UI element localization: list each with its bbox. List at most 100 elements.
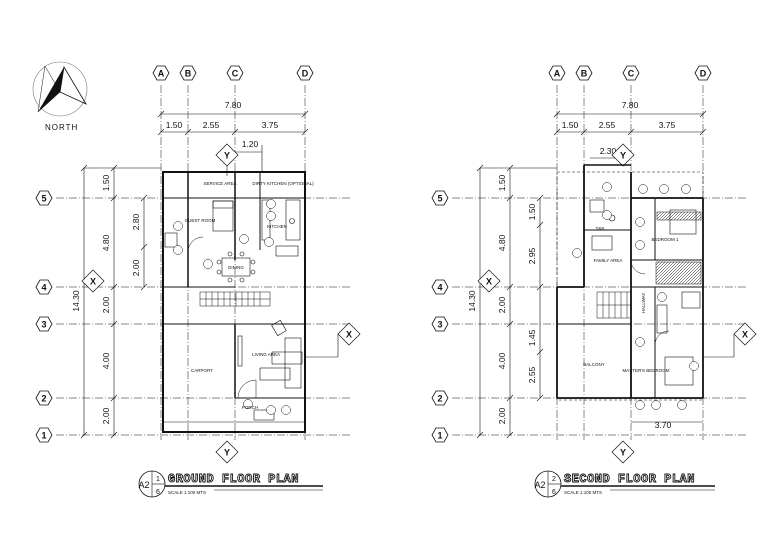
svg-text:C: C <box>628 69 635 79</box>
ground-tag-markers <box>173 199 291 415</box>
ground-title-block: A2 1 6 GROUND FLOOR PLAN SCALE 1:100 MTS <box>138 470 323 498</box>
ground-floor-plan: A B C D 7.80 1.50 2.55 3.75 1.20 <box>35 65 361 498</box>
room-label-service-area: SERVICE AREA <box>204 181 237 186</box>
second-tag-markers <box>572 182 699 410</box>
ground-section-marker-x-right: X <box>305 322 361 358</box>
second-drawing-number: 2 <box>552 476 556 483</box>
second-row-bubble-1: 1 <box>431 427 449 443</box>
room-label-tb: T&B <box>596 226 605 231</box>
ground-row-bubble-1: 1 <box>35 427 53 443</box>
ground-sub-row-dim-2: 2.00 <box>131 259 141 276</box>
ground-column-bubble-a: A <box>152 65 170 81</box>
room-label-dining: DINING <box>228 265 244 270</box>
second-sub-row-dim-1: 1.50 <box>527 203 537 220</box>
north-label: NORTH <box>45 123 78 132</box>
closet-hatch <box>655 261 702 285</box>
room-label-balcony: BALCONY <box>583 362 605 367</box>
svg-text:2: 2 <box>41 394 46 404</box>
ground-walls <box>162 171 306 433</box>
ground-row-dim-2: 4.80 <box>101 234 111 251</box>
second-row-dim-2: 4.80 <box>497 234 507 251</box>
ground-column-bubble-b: B <box>179 65 197 81</box>
ground-fixtures <box>164 199 303 421</box>
svg-text:3: 3 <box>41 320 46 330</box>
ground-row-dim-5: 2.00 <box>101 407 111 424</box>
svg-text:A: A <box>158 69 165 79</box>
room-label-guest-room: GUEST ROOM <box>185 218 216 223</box>
ground-section-marker-x-left: X <box>81 269 105 293</box>
svg-text:Y: Y <box>620 448 626 458</box>
ground-column-bubble-c: C <box>226 65 244 81</box>
ground-row-dim-1: 1.50 <box>101 174 111 191</box>
svg-text:3: 3 <box>437 320 442 330</box>
second-column-bubble-b: B <box>575 65 593 81</box>
svg-text:5: 5 <box>41 194 46 204</box>
second-sub-row-dim-4: 2.55 <box>527 366 537 383</box>
ground-sub-dim: 1.20 <box>242 139 259 149</box>
ground-row-bubble-4: 4 <box>35 279 53 295</box>
ground-drawing-number: 1 <box>156 476 160 483</box>
ground-row-bubble-5: 5 <box>35 190 53 206</box>
north-arrow: NORTH <box>32 61 88 132</box>
svg-text:2: 2 <box>437 394 442 404</box>
ground-row-dim-3: 2.00 <box>101 296 111 313</box>
svg-text:4: 4 <box>437 283 442 293</box>
room-label-bedroom1: BEDROOM 1 <box>651 237 679 242</box>
svg-text:D: D <box>700 69 707 79</box>
second-row-bubble-4: 4 <box>431 279 449 295</box>
second-scale-label: SCALE 1:100 MTS <box>564 490 602 495</box>
ground-column-bubble-d: D <box>296 65 314 81</box>
svg-text:X: X <box>742 330 748 340</box>
second-walls <box>556 164 704 401</box>
svg-text:B: B <box>581 69 588 79</box>
second-row-bubble-3: 3 <box>431 316 449 332</box>
second-sub-row-dim-2: 2.95 <box>527 247 537 264</box>
svg-text:Y: Y <box>224 448 230 458</box>
room-label-masters-bedroom: MASTER'S BEDROOM <box>622 368 669 373</box>
second-fixtures <box>589 199 701 386</box>
second-column-bubble-c: C <box>622 65 640 81</box>
svg-text:4: 4 <box>41 283 46 293</box>
ground-top-dimension-lines <box>157 110 309 172</box>
second-floor-plan-title: SECOND FLOOR PLAN <box>564 472 695 486</box>
second-section-marker-x-right: X <box>703 322 757 358</box>
ground-bay-dim-ab: 1.50 <box>166 120 183 130</box>
bedroom1-closet <box>656 211 702 221</box>
room-label-porch: PORCH <box>242 405 258 410</box>
svg-text:X: X <box>346 330 352 340</box>
ground-left-dimension-lines <box>80 164 161 439</box>
room-label-living-area: LIVING AREA <box>252 352 280 357</box>
svg-text:C: C <box>232 69 239 79</box>
room-label-family-area: FAMILY AREA <box>594 258 623 263</box>
ground-section-marker-y-bottom: Y <box>215 440 239 464</box>
svg-text:A: A <box>554 69 561 79</box>
svg-text:Y: Y <box>224 151 230 161</box>
svg-text:1: 1 <box>437 431 442 441</box>
svg-text:B: B <box>185 69 192 79</box>
second-sheet-ref: A2 <box>534 480 545 490</box>
ground-row-bubble-3: 3 <box>35 316 53 332</box>
room-label-kitchen: KITCHEN <box>267 224 287 229</box>
second-section-marker-y-top: Y <box>611 143 635 167</box>
second-section-marker-y-bottom: Y <box>611 440 635 464</box>
second-left-dimension-lines <box>476 164 557 439</box>
ground-sub-row-dim-1: 2.80 <box>131 213 141 230</box>
ground-overall-width-dim: 7.80 <box>225 100 242 110</box>
second-row-dim-1: 1.50 <box>497 174 507 191</box>
ground-floor-plan-title: GROUND FLOOR PLAN <box>168 472 299 486</box>
second-row-dim-5: 2.00 <box>497 407 507 424</box>
svg-text:Y: Y <box>620 151 626 161</box>
second-bay-dim-bc: 2.55 <box>599 120 616 130</box>
second-floor-plan: A B C D 7.80 1.50 2.55 3.75 2.30 3.70 <box>431 65 757 498</box>
ground-row-bubble-2: 2 <box>35 390 53 406</box>
ground-scale-label: SCALE 1:100 MTS <box>168 490 206 495</box>
ground-stair <box>199 291 271 307</box>
svg-text:X: X <box>486 277 492 287</box>
svg-text:5: 5 <box>437 194 442 204</box>
second-stair <box>596 291 632 319</box>
ground-sheet-number: 6 <box>156 489 160 496</box>
ground-bay-dim-cd: 3.75 <box>262 120 279 130</box>
second-row-bubble-2: 2 <box>431 390 449 406</box>
